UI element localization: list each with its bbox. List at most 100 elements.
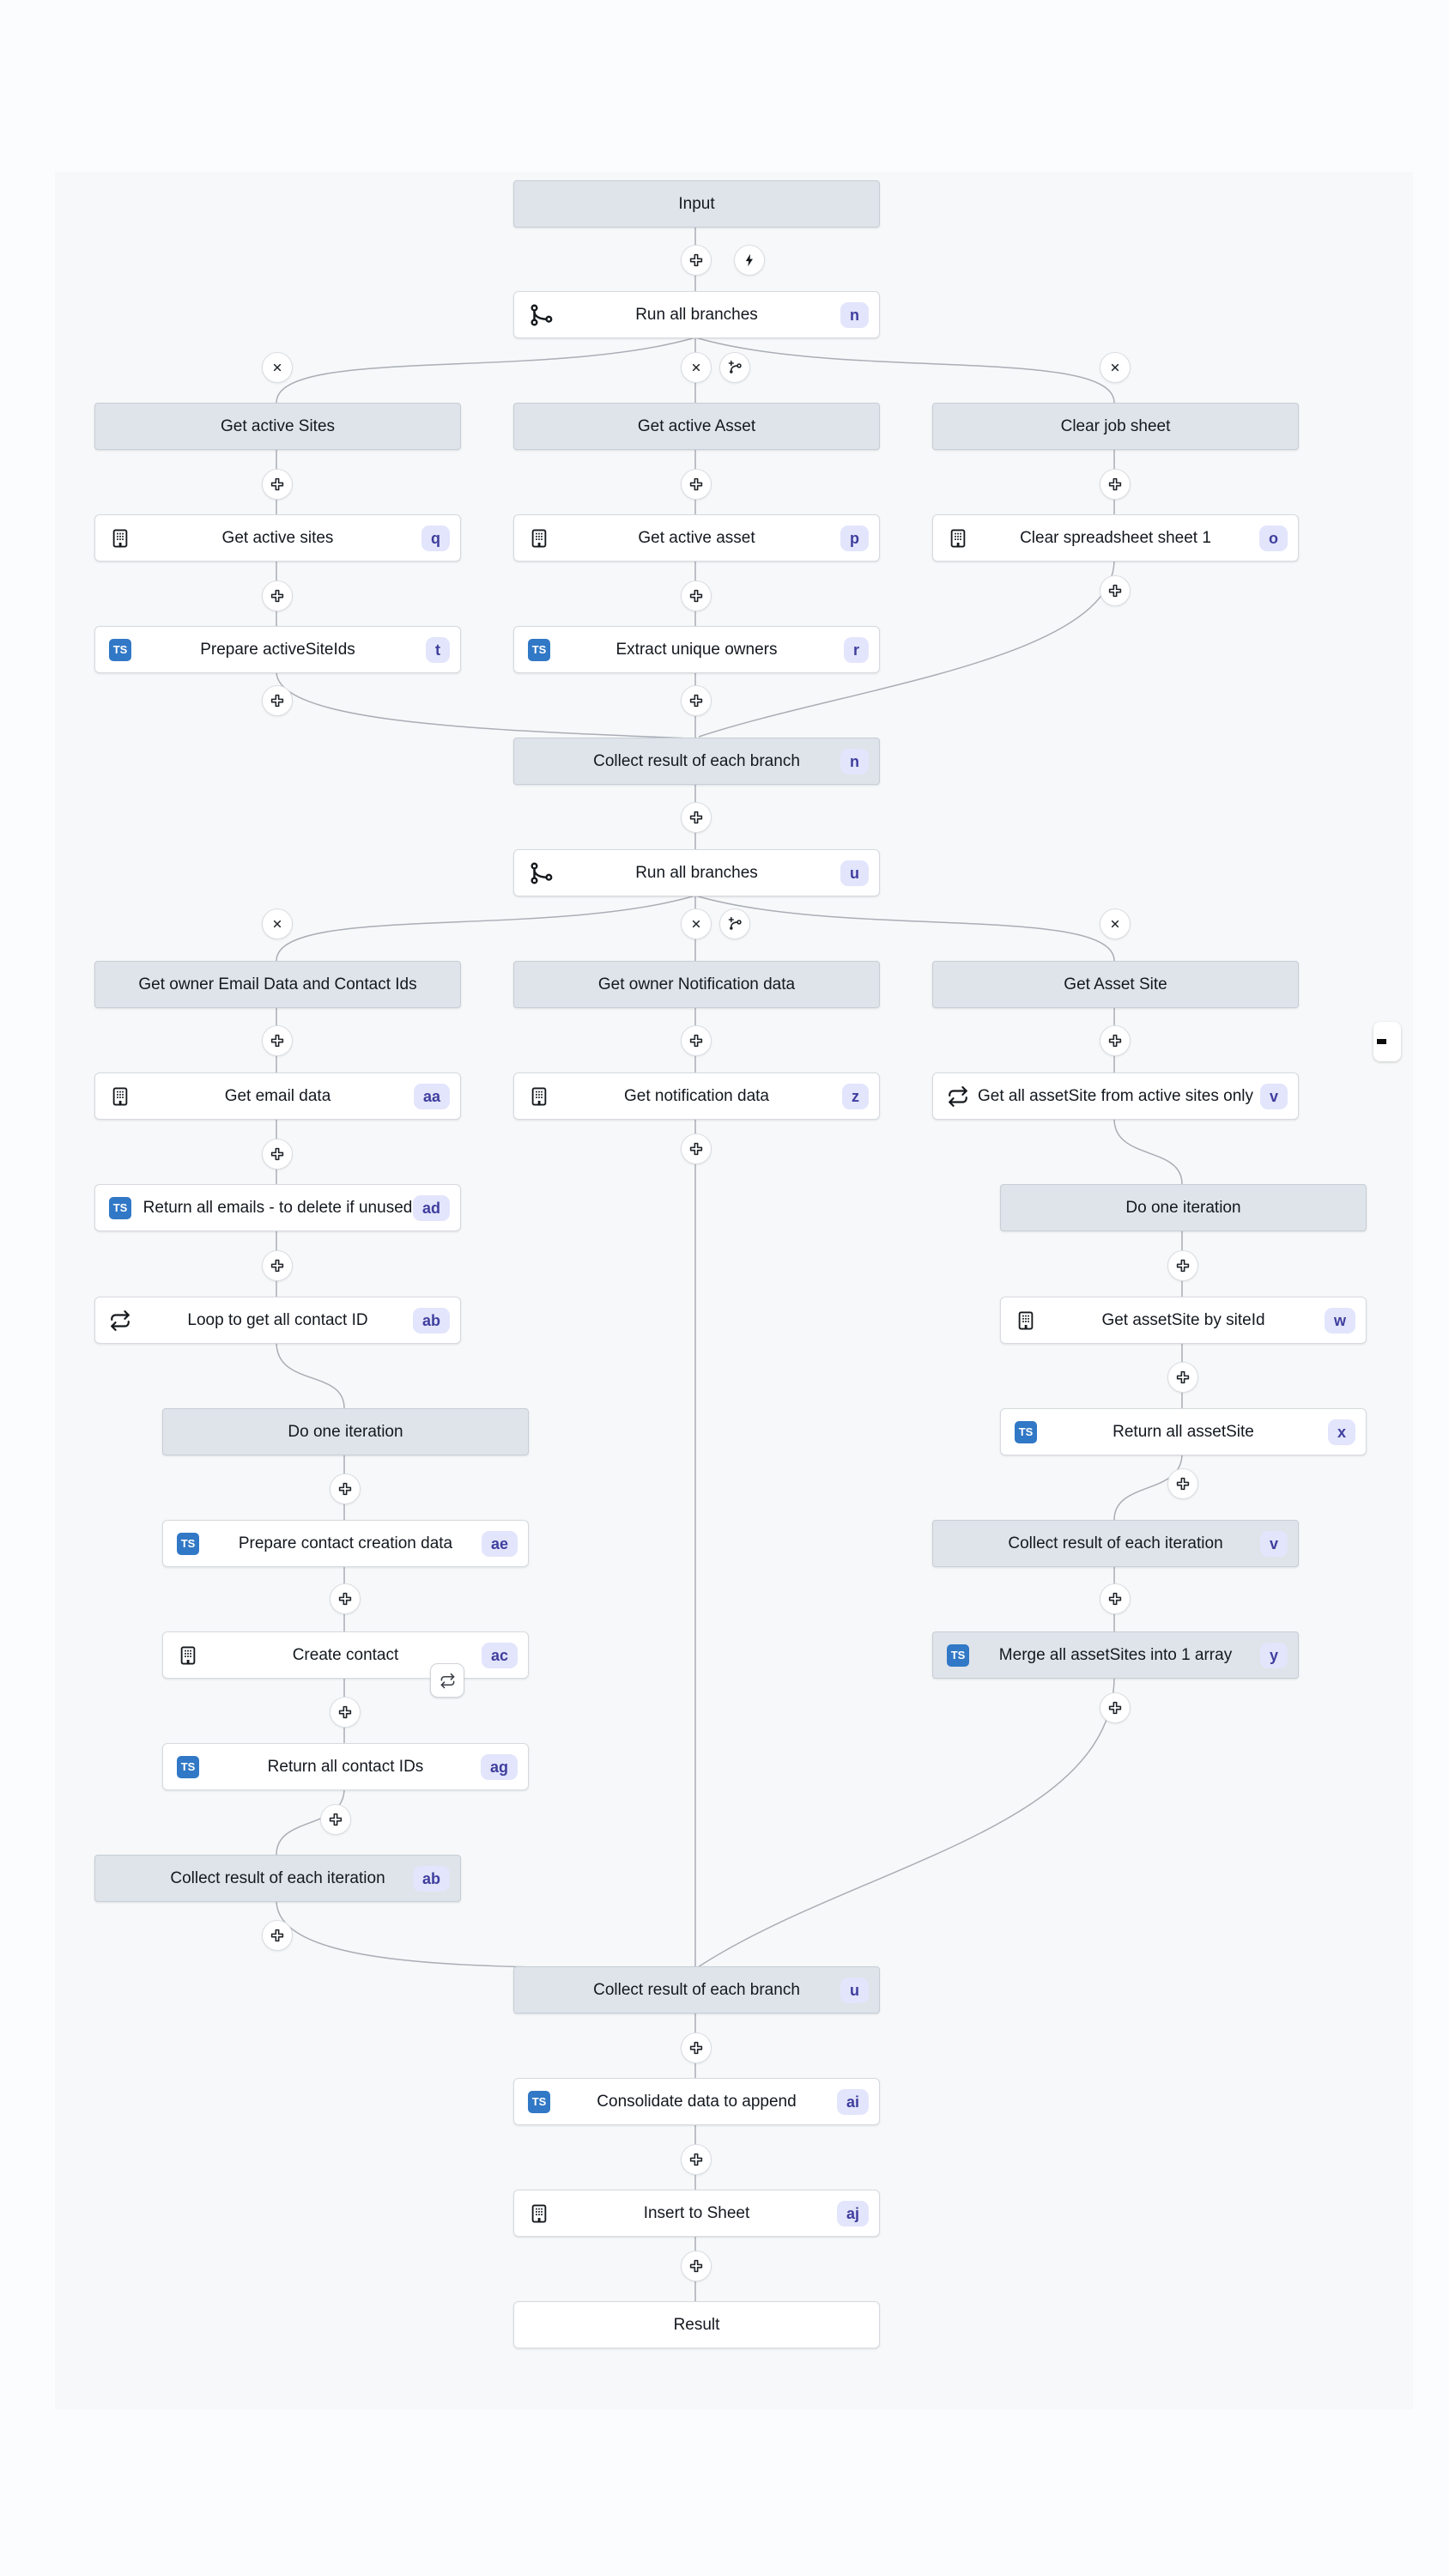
node-insert-to-sheet[interactable]: Insert to Sheet aj <box>513 2190 880 2237</box>
node-id-badge: v <box>1259 1530 1288 1557</box>
remove-branch-button[interactable] <box>262 908 293 939</box>
add-step-button[interactable] <box>330 1583 361 1614</box>
add-step-button[interactable] <box>681 469 712 500</box>
building-icon <box>528 2202 550 2225</box>
add-step-button[interactable] <box>262 580 293 611</box>
node-get-assetsite-by-siteid[interactable]: Get assetSite by siteId w <box>1000 1297 1367 1344</box>
add-step-button[interactable] <box>681 580 712 611</box>
add-step-button[interactable] <box>1100 1025 1131 1056</box>
add-step-button[interactable] <box>1100 575 1131 606</box>
node-run-all-branches-1[interactable]: Run all branches n <box>513 291 880 338</box>
add-step-button[interactable] <box>320 1804 351 1835</box>
node-label: Collect result of each iteration <box>170 1868 385 1887</box>
add-step-button[interactable] <box>681 2251 712 2281</box>
add-step-button[interactable] <box>681 2032 712 2063</box>
add-branch-button[interactable] <box>719 908 750 939</box>
node-collect-iteration-v[interactable]: Collect result of each iteration v <box>932 1520 1299 1567</box>
add-step-button[interactable] <box>262 1025 293 1056</box>
add-step-button[interactable] <box>262 1139 293 1170</box>
node-label: Collect result of each branch <box>593 1980 800 1999</box>
node-branch-get-active-sites[interactable]: Get active Sites <box>94 403 461 450</box>
plus-icon <box>338 1482 352 1496</box>
add-step-button[interactable] <box>1100 1583 1131 1614</box>
node-prepare-contact-creation[interactable]: TS Prepare contact creation data ae <box>162 1520 529 1567</box>
node-id-badge: o <box>1259 525 1288 551</box>
add-step-button[interactable] <box>262 469 293 500</box>
typescript-icon: TS <box>177 1755 199 1778</box>
remove-branch-button[interactable] <box>262 352 293 383</box>
node-branch-clear-job-sheet[interactable]: Clear job sheet <box>932 403 1299 450</box>
node-collect-branch-u[interactable]: Collect result of each branch u <box>513 1966 880 2014</box>
remove-branch-button[interactable] <box>681 352 712 383</box>
node-return-all-emails[interactable]: TS Return all emails - to delete if unus… <box>94 1184 461 1231</box>
node-branch-get-asset-site[interactable]: Get Asset Site <box>932 961 1299 1008</box>
add-step-button[interactable] <box>681 2144 712 2175</box>
flow-canvas[interactable] <box>55 172 1413 2409</box>
add-branch-button[interactable] <box>719 352 750 383</box>
node-id-badge: y <box>1259 1642 1288 1668</box>
node-label: Get active sites <box>221 528 334 547</box>
add-step-button[interactable] <box>681 245 712 276</box>
building-icon <box>109 1085 131 1108</box>
remove-branch-button[interactable] <box>1100 908 1131 939</box>
node-merge-assetsites[interactable]: TS Merge all assetSites into 1 array y <box>932 1631 1299 1679</box>
add-step-button[interactable] <box>262 1920 293 1951</box>
node-id-badge: q <box>421 525 450 551</box>
add-step-button[interactable] <box>681 685 712 716</box>
node-run-all-branches-2[interactable]: Run all branches u <box>513 849 880 896</box>
add-step-button[interactable] <box>262 1250 293 1281</box>
node-extract-unique-owners[interactable]: TS Extract unique owners r <box>513 626 880 673</box>
add-step-button[interactable] <box>1167 1362 1198 1393</box>
add-step-button[interactable] <box>330 1697 361 1728</box>
node-get-email-data[interactable]: Get email data aa <box>94 1072 461 1120</box>
node-label: Return all contact IDs <box>267 1757 424 1776</box>
add-step-button[interactable] <box>1167 1250 1198 1281</box>
add-step-button[interactable] <box>681 802 712 833</box>
node-label: Get email data <box>224 1086 331 1105</box>
add-step-button[interactable] <box>681 1025 712 1056</box>
node-branch-owner-notification[interactable]: Get owner Notification data <box>513 961 880 1008</box>
add-step-button[interactable] <box>681 1133 712 1164</box>
remove-branch-button[interactable] <box>681 908 712 939</box>
node-collect-iteration-ab[interactable]: Collect result of each iteration ab <box>94 1855 461 1902</box>
node-label: Get active asset <box>638 528 755 547</box>
partial-control[interactable] <box>1373 1022 1401 1061</box>
node-clear-spreadsheet[interactable]: Clear spreadsheet sheet 1 o <box>932 514 1299 562</box>
retry-badge[interactable] <box>430 1663 464 1698</box>
add-step-button[interactable] <box>1100 469 1131 500</box>
node-label: Get owner Email Data and Contact Ids <box>138 975 417 993</box>
add-step-button[interactable] <box>1167 1468 1198 1499</box>
node-consolidate-data[interactable]: TS Consolidate data to append ai <box>513 2078 880 2125</box>
node-return-all-assetsite[interactable]: TS Return all assetSite x <box>1000 1408 1367 1455</box>
node-id-badge: ad <box>412 1194 450 1221</box>
node-prepare-activesiteids[interactable]: TS Prepare activeSiteIds t <box>94 626 461 673</box>
add-step-button[interactable] <box>262 685 293 716</box>
remove-branch-button[interactable] <box>1100 352 1131 383</box>
building-icon <box>528 1085 550 1108</box>
node-loop-get-contact-id[interactable]: Loop to get all contact ID ab <box>94 1297 461 1344</box>
node-label: Get owner Notification data <box>597 975 796 993</box>
node-get-active-asset[interactable]: Get active asset p <box>513 514 880 562</box>
node-branch-get-active-asset[interactable]: Get active Asset <box>513 403 880 450</box>
node-create-contact[interactable]: Create contact ac <box>162 1631 529 1679</box>
node-get-all-assetsite[interactable]: Get all assetSite from active sites only… <box>932 1072 1299 1120</box>
node-get-active-sites[interactable]: Get active sites q <box>94 514 461 562</box>
node-id-badge: u <box>840 1977 869 2003</box>
run-trigger-button[interactable] <box>734 245 765 276</box>
node-return-all-contact-ids[interactable]: TS Return all contact IDs ag <box>162 1743 529 1790</box>
node-do-one-iteration-right[interactable]: Do one iteration <box>1000 1184 1367 1231</box>
plus-icon <box>270 1259 284 1273</box>
node-do-one-iteration-left[interactable]: Do one iteration <box>162 1408 529 1455</box>
plus-icon <box>1108 584 1122 598</box>
node-result[interactable]: Result <box>513 2301 880 2348</box>
node-id-badge: n <box>840 748 869 775</box>
node-branch-owner-email[interactable]: Get owner Email Data and Contact Ids <box>94 961 461 1008</box>
node-label: Run all branches <box>635 863 758 882</box>
node-input[interactable]: Input <box>513 180 880 228</box>
add-step-button[interactable] <box>1100 1692 1131 1723</box>
node-get-notification-data[interactable]: Get notification data z <box>513 1072 880 1120</box>
add-step-button[interactable] <box>330 1473 361 1504</box>
node-collect-branch-n[interactable]: Collect result of each branch n <box>513 738 880 785</box>
node-id-badge: ac <box>481 1642 518 1668</box>
